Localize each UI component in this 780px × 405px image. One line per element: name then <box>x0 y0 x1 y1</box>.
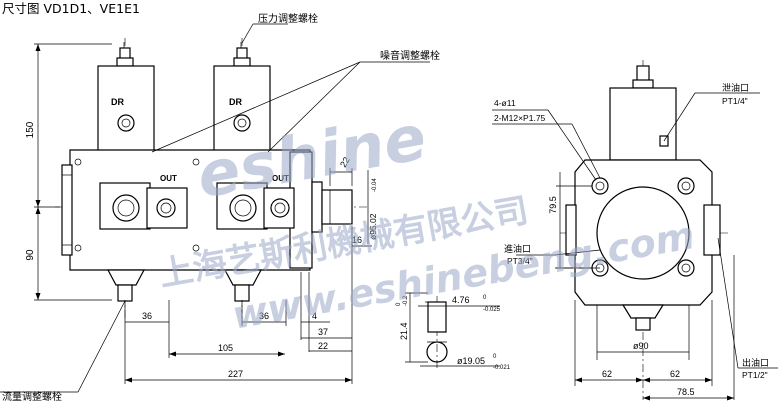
dim-shaft-d: ø19.05 <box>457 356 485 366</box>
dim-227: 227 <box>228 369 243 379</box>
dim-62-left: 62 <box>602 369 612 379</box>
callout-inlet-port-thread: PT3/4" <box>507 256 533 266</box>
callout-drain-port: 泄油口 <box>722 82 749 94</box>
dim-78-5: 78.5 <box>677 387 695 397</box>
dim-105: 105 <box>218 343 233 353</box>
dim-62-right: 62 <box>670 369 680 379</box>
dim-22: 22 <box>318 341 328 351</box>
callout-outlet-port-thread: PT1/2" <box>742 370 768 380</box>
dim-36-left: 36 <box>142 311 152 321</box>
front-upper-housing <box>609 87 677 161</box>
dim-150: 150 <box>25 121 36 138</box>
dim-d90: ø90 <box>633 341 649 351</box>
dim-4: 4 <box>312 311 317 321</box>
out-label-right: OUT <box>272 174 289 183</box>
dim-36-right: 36 <box>259 311 269 321</box>
dim-key-height-tol-upper: 0 <box>396 302 402 306</box>
dr-label-left: DR <box>111 97 124 107</box>
main-bore <box>596 186 690 280</box>
dim-90: 90 <box>25 249 36 261</box>
front-view: 79.5 ø90 62 62 78.5 4-ø11 2-M12×P1.75 泄油… <box>492 60 778 401</box>
callout-inlet-port: 進油口 <box>504 243 531 255</box>
label-thread: 2-M12×P1.75 <box>494 113 546 123</box>
drawing-title: 尺寸图 VD1D1、VE1E1 <box>2 1 140 16</box>
leader-pressure-screw <box>241 23 254 44</box>
dim-22-shaft: 22 <box>338 155 352 169</box>
leader-noise-screw-a <box>151 61 361 153</box>
dim-key-width-tol-lower: -0.025 <box>483 307 501 313</box>
dim-shaft-d-tol-lower: -0.021 <box>493 365 511 371</box>
dr-label-right: DR <box>229 97 242 107</box>
dim-key-width-tol-upper: 0 <box>483 295 487 301</box>
dim-37: 37 <box>318 327 328 337</box>
callout-pressure-screw: 压力调整螺栓 <box>258 12 318 25</box>
dim-79-5: 79.5 <box>548 196 558 214</box>
dim-key-height-tol-lower: -0.2 <box>403 295 409 306</box>
dim-shaft-diameter: ø95.02 <box>368 213 378 240</box>
side-view: DR DR OUT OUT <box>0 12 440 403</box>
out-label-left: OUT <box>160 174 177 183</box>
drive-shaft <box>321 189 353 225</box>
dim-shaft-d-tol-upper: 0 <box>493 354 497 360</box>
callout-drain-port-thread: PT1/4" <box>722 96 748 106</box>
dim-16: 16 <box>352 235 362 245</box>
callout-noise-screw: 噪音调整螺栓 <box>380 49 440 62</box>
leader-flow-screw <box>77 300 126 393</box>
callout-flow-screw: 流量调整螺栓 <box>2 390 62 403</box>
shaft-key-detail: 21.4 0 -0.2 4.76 0 -0.025 ø19.05 0 -0.02… <box>396 292 511 371</box>
dim-key-width: 4.76 <box>452 295 470 305</box>
right-pump-upper-housing <box>213 65 271 157</box>
callout-outlet-port: 出油口 <box>742 357 769 369</box>
dim-key-height: 21.4 <box>399 322 409 340</box>
dim-shaft-diameter-tol: -0.04 <box>372 178 378 192</box>
label-holes: 4-ø11 <box>494 98 516 108</box>
leader-noise-screw-b <box>267 61 361 153</box>
left-pump-upper-housing <box>97 65 155 157</box>
